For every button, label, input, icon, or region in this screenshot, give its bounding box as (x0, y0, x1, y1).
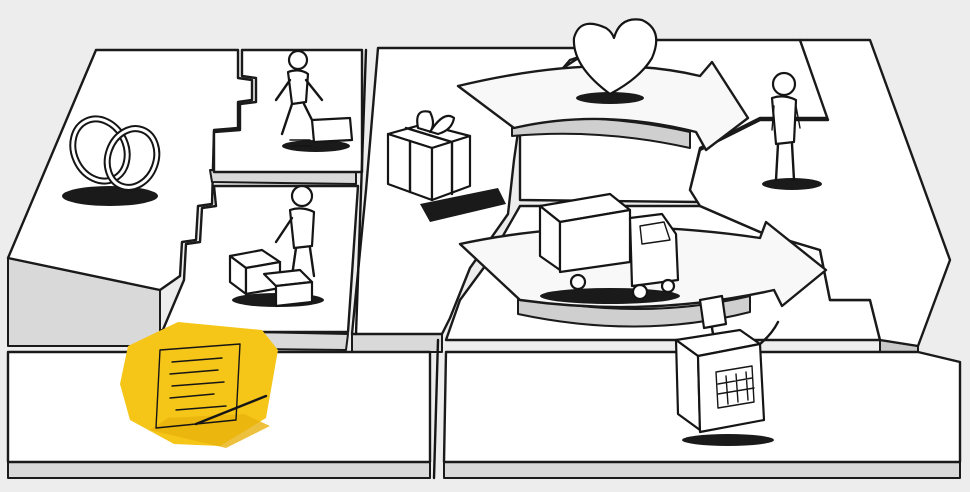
business-model-canvas-sketch (0, 0, 970, 492)
canvas-illustration (0, 0, 970, 492)
